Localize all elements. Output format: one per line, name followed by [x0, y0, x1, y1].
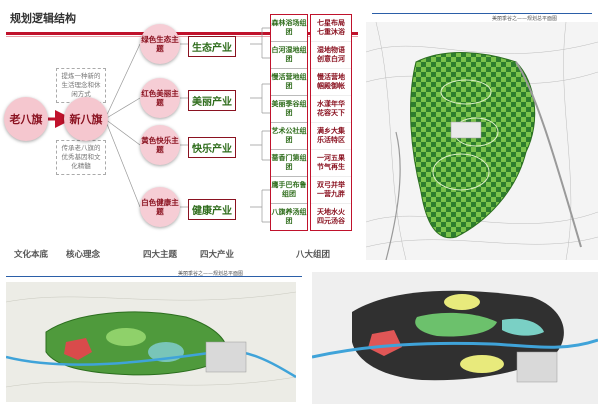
industry-ecology: 生态产业	[188, 36, 236, 57]
title-underline	[6, 32, 358, 35]
note-top: 提炼一种新的生活理念和休闲方式	[56, 68, 106, 103]
group-parts: 天地水火四元汤谷	[317, 208, 345, 225]
group-name: 白河湿地组团	[271, 42, 307, 69]
origin-label: 老八旗	[9, 112, 43, 126]
theme-white: 白色健康主题	[140, 187, 180, 227]
origin-circle: 老八旗	[4, 97, 48, 141]
group-parts: 一河五果节气再生	[311, 150, 351, 177]
group-name: 艺术公社组团	[271, 123, 307, 150]
diagram-connectors	[48, 27, 270, 223]
industry-beauty: 美丽产业	[188, 90, 236, 111]
master-plan-map-bottom-left	[6, 282, 296, 402]
group-parts: 双弓并举一营九胖	[311, 177, 351, 204]
label-core-concept: 核心理念	[66, 250, 101, 260]
theme-green: 绿色生态主题	[140, 24, 180, 64]
group-parts: 水漾年华花容天下	[311, 96, 351, 123]
industry-happy: 快乐产业	[188, 137, 236, 158]
theme-red: 红色美丽主题	[140, 78, 180, 118]
group-parts: 七星布局七重沐浴	[311, 15, 351, 42]
master-plan-map-top	[366, 22, 598, 260]
theme-label: 红色美丽主题	[141, 89, 179, 107]
theme-label: 黄色快乐主题	[141, 136, 179, 154]
title-underline-thin	[6, 36, 358, 37]
theme-label: 白色健康主题	[141, 198, 179, 216]
group-name: 慢活营地组团	[271, 69, 307, 96]
group-names-column: 森林浴场组团 白河湿地组团 慢活营地组团 美丽季谷组团 艺术公社组团 蔷香门第组…	[270, 14, 308, 231]
group-name: 八旗养汤组团	[271, 208, 307, 225]
label-eight-groups: 八大组团	[296, 250, 331, 260]
group-parts: 慢活营地帼殿御帐	[311, 69, 351, 96]
label-culture: 文化本底	[14, 250, 49, 260]
map-caption-top: 美丽季谷之——规划总平面图	[492, 16, 558, 22]
theme-yellow: 黄色快乐主题	[140, 125, 180, 165]
group-parts: 湿地物语创意白河	[311, 42, 351, 69]
label-four-industries: 四大产业	[200, 250, 235, 260]
group-parts: 满乡大集乐活特区	[311, 123, 351, 150]
map-caption-rule-2	[6, 276, 302, 277]
map-caption-rule	[372, 13, 592, 14]
group-parts-column: 七星布局七重沐浴 湿地物语创意白河 慢活营地帼殿御帐 水漾年华花容天下 满乡大集…	[310, 14, 352, 231]
note-bottom: 传承老八旗的优秀基因和文化精髓	[56, 140, 106, 175]
group-name: 美丽季谷组团	[271, 96, 307, 123]
group-name: 森林浴场组团	[271, 15, 307, 42]
theme-label: 绿色生态主题	[141, 35, 179, 53]
label-four-themes: 四大主题	[143, 250, 178, 260]
group-name: 蔷香门第组团	[271, 150, 307, 177]
map-caption-bottom: 美丽季谷之——规划总平面图	[178, 271, 244, 277]
master-plan-map-bottom-right	[312, 272, 598, 404]
page-title: 规划逻辑结构	[10, 12, 76, 25]
industry-health: 健康产业	[188, 199, 236, 220]
group-name: 鹰手巴布鲁组团	[271, 177, 307, 204]
target-circle: 新八旗	[64, 97, 108, 141]
target-label: 新八旗	[69, 112, 103, 126]
